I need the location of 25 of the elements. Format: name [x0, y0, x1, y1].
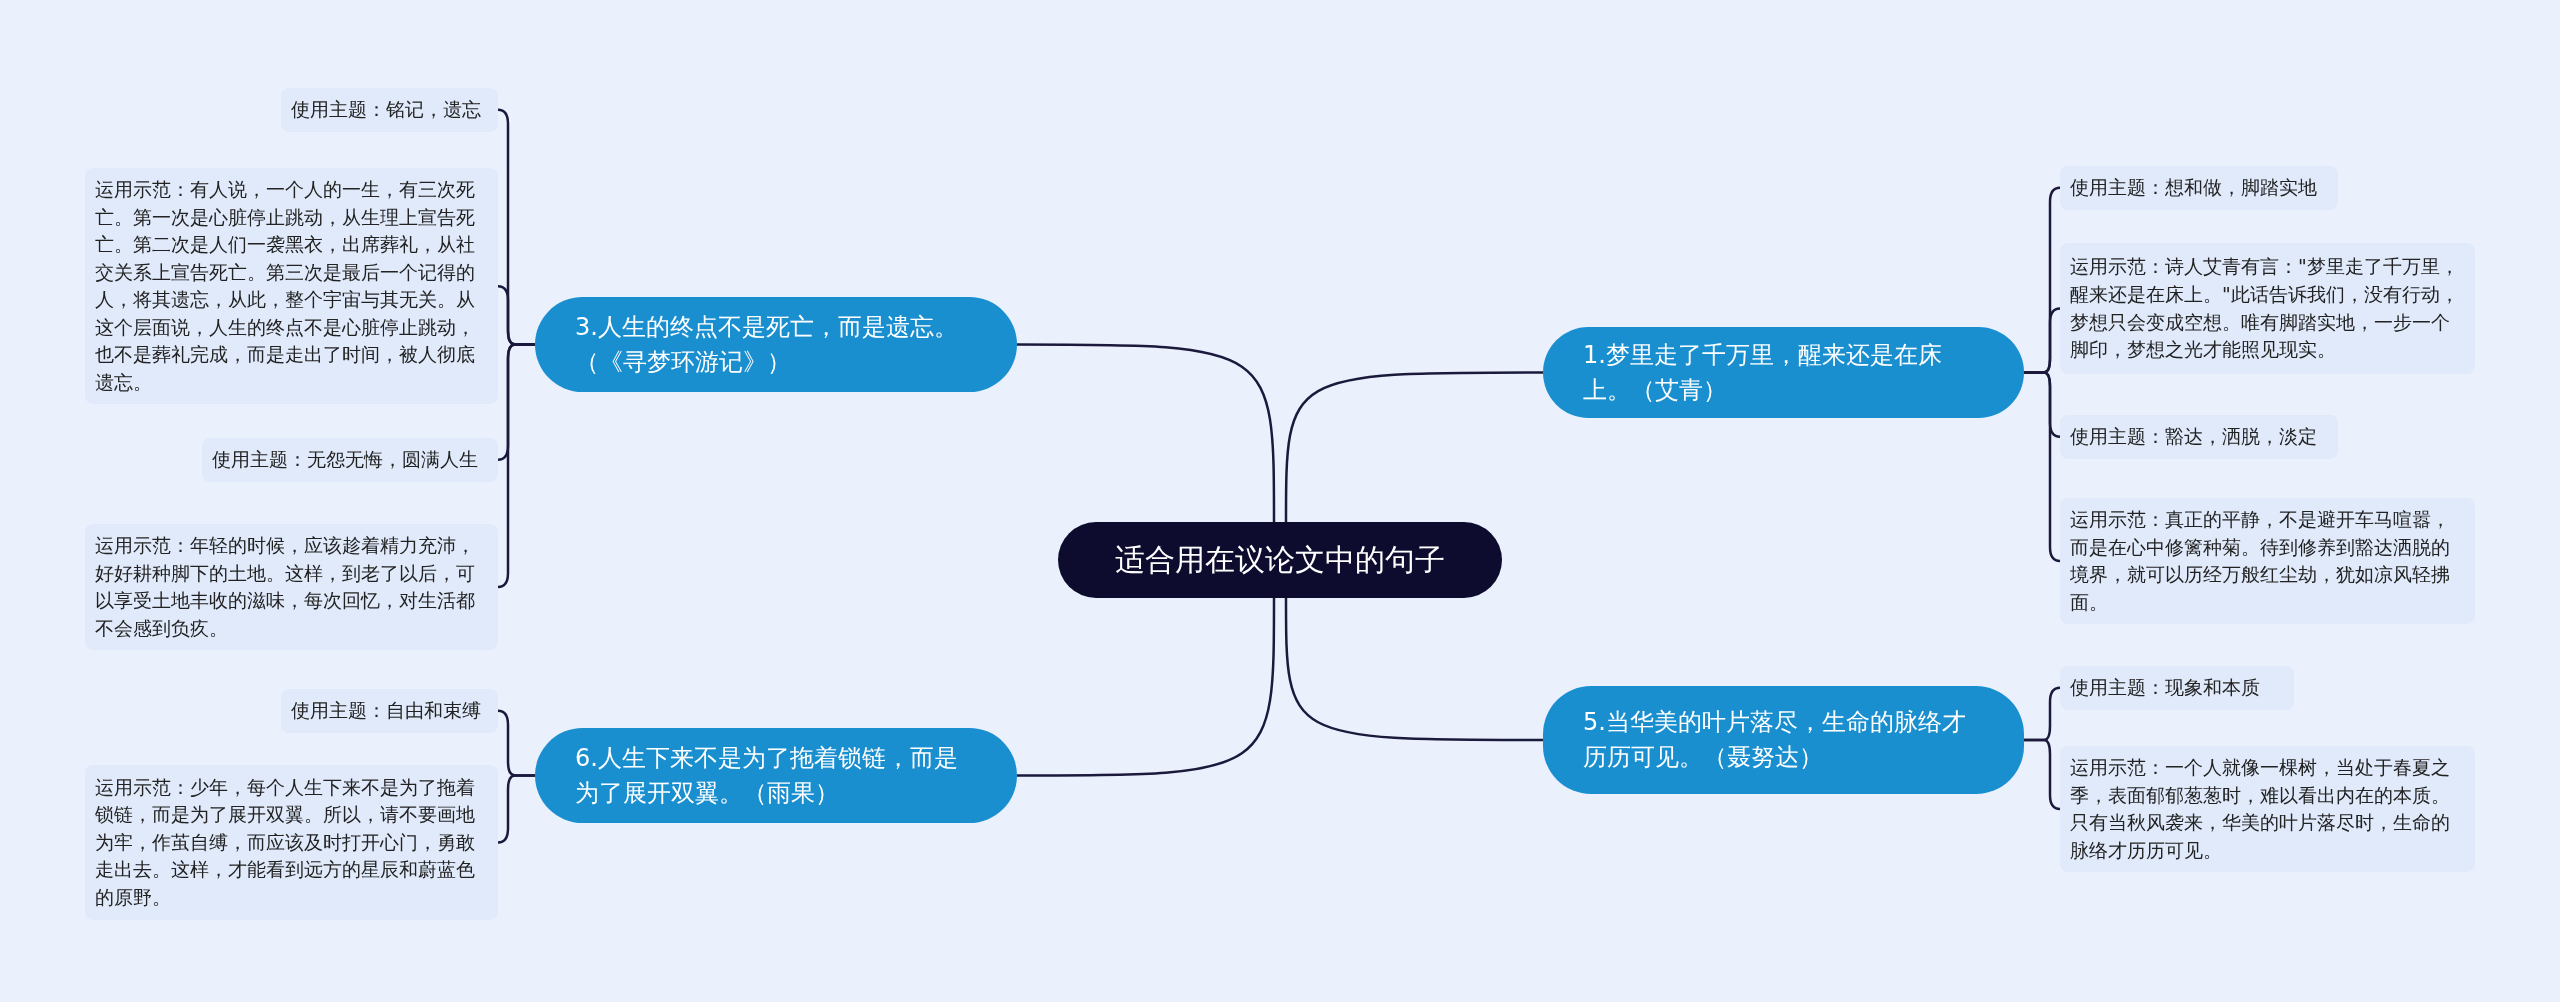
- note-card: 运用示范：有人说，一个人的一生，有三次死亡。第一次是心脏停止跳动，从生理上宣告死亡。第二次是人们一袭黑衣，出席葬礼，从社交关系上宣告死亡。第三次是最后一个记得的人，将其遗忘，从此，整个宇宙与其无关。从这个层面说，人生的终点不是心脏停止跳动，也不是葬礼完成，而是走出了时间，被人彻底遗忘。: [85, 168, 498, 405]
- topic-node: 1.梦里走了千万里，醒来还是在床上。（艾青）: [1543, 327, 2024, 418]
- note-card: 运用示范：一个人就像一棵树，当处于春夏之季，表面郁郁葱葱时，难以看出内在的本质。只有当秋风袭来，华美的叶片落尽时，生命的脉络才历历可见。: [2060, 746, 2475, 873]
- connector-line: [497, 774, 535, 844]
- topic-node: 3.人生的终点不是死亡，而是遗忘。（《寻梦环游记》）: [535, 297, 1017, 392]
- note-card: 使用主题：自由和束缚: [281, 689, 498, 733]
- connector-line: [497, 343, 535, 589]
- note-card: 使用主题：无怨无悔，圆满人生: [202, 438, 498, 482]
- note-card: 使用主题：想和做，脚踏实地: [2060, 166, 2338, 210]
- connector-line: [1284, 371, 1543, 522]
- topic-node: 6.人生下来不是为了拖着锁链，而是为了展开双翼。（雨果）: [535, 728, 1017, 823]
- connector-line: [1284, 598, 1543, 742]
- connector-line: [1017, 343, 1276, 522]
- topic-node: 5.当华美的叶片落尽，生命的脉络才历历可见。（聂努达）: [1543, 686, 2024, 794]
- note-card: 运用示范：诗人艾青有言："梦里走了千万里，醒来还是在床上。"此话告诉我们，没有行动，梦想只会变成空想。唯有脚踏实地，一步一个脚印，梦想之光才能照见现实。: [2060, 243, 2475, 374]
- central-topic: 适合用在议论文中的句子: [1058, 522, 1502, 598]
- connector-line: [2024, 371, 2061, 563]
- connector-line: [2024, 738, 2061, 811]
- note-card: 使用主题：豁达，洒脱，淡定: [2060, 415, 2338, 459]
- note-card: 运用示范：少年，每个人生下来不是为了拖着锁链，而是为了展开双翼。所以，请不要画地为牢，作茧自缚，而应该及时打开心门，勇敢走出去。这样，才能看到远方的星辰和蔚蓝色的原野。: [85, 765, 498, 920]
- note-card: 运用示范：真正的平静，不是避开车马喧嚣，而是在心中修篱种菊。待到修养到豁达洒脱的境界，就可以历经万般红尘劫，犹如凉风轻拂面。: [2060, 498, 2475, 625]
- connector-line: [1017, 598, 1276, 777]
- note-card: 使用主题：现象和本质: [2060, 666, 2294, 710]
- note-card: 运用示范：年轻的时候，应该趁着精力充沛，好好耕种脚下的土地。这样，到老了以后，可以享受土地丰收的滋味，每次回忆，对生活都不会感到负疚。: [85, 524, 498, 651]
- note-card: 使用主题：铭记，遗忘: [281, 88, 498, 132]
